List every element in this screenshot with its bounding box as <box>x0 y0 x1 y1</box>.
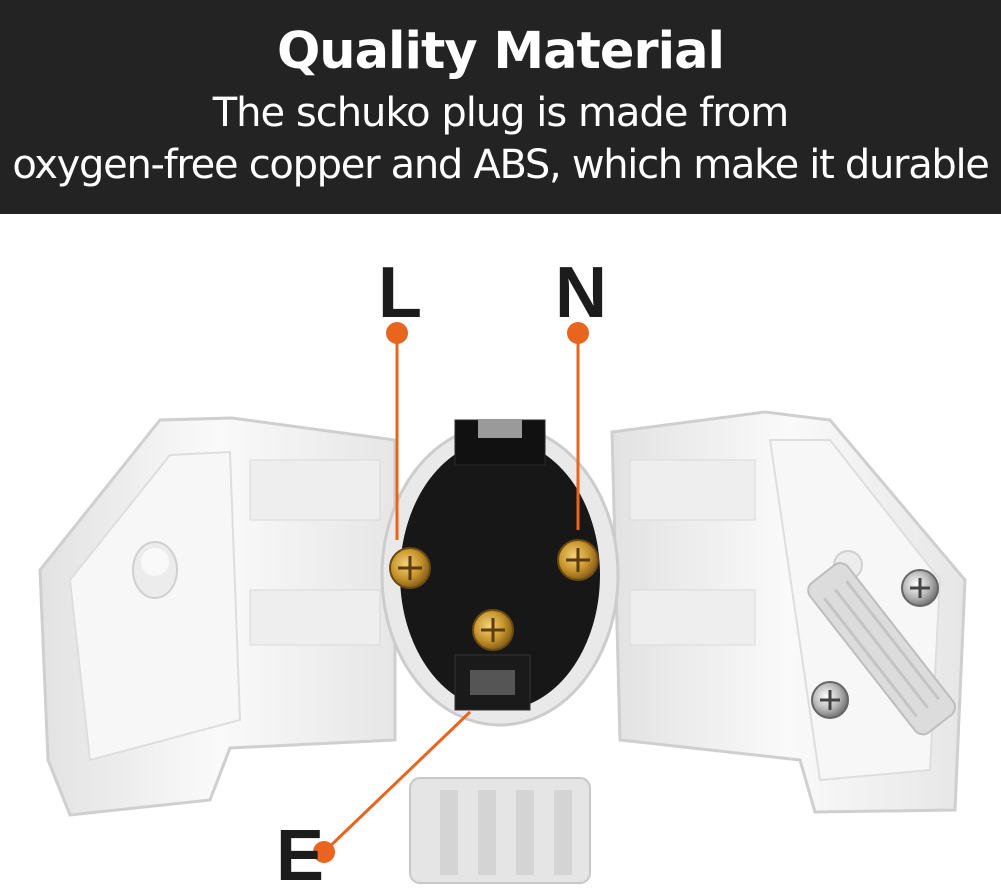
header-banner: Quality Material The schuko plug is made… <box>0 0 1001 214</box>
leader-line-l <box>386 322 408 540</box>
plug-illustration <box>38 322 967 884</box>
leader-line-e <box>313 710 472 863</box>
neutral-terminal-label: N <box>555 253 607 333</box>
live-terminal-label: L <box>378 253 422 333</box>
left-housing-half <box>38 416 397 817</box>
earth-terminal-label: E <box>276 816 325 896</box>
socket-insert <box>380 419 620 727</box>
leader-line-n <box>567 322 589 530</box>
banner-description-line-2: oxygen-free copper and ABS, which make i… <box>12 142 990 188</box>
right-housing-half <box>610 410 967 814</box>
cable-grommet <box>409 777 591 884</box>
banner-description-line-1: The schuko plug is made from <box>212 90 789 136</box>
banner-title: Quality Material <box>276 22 725 81</box>
cable-clamp <box>807 562 956 736</box>
